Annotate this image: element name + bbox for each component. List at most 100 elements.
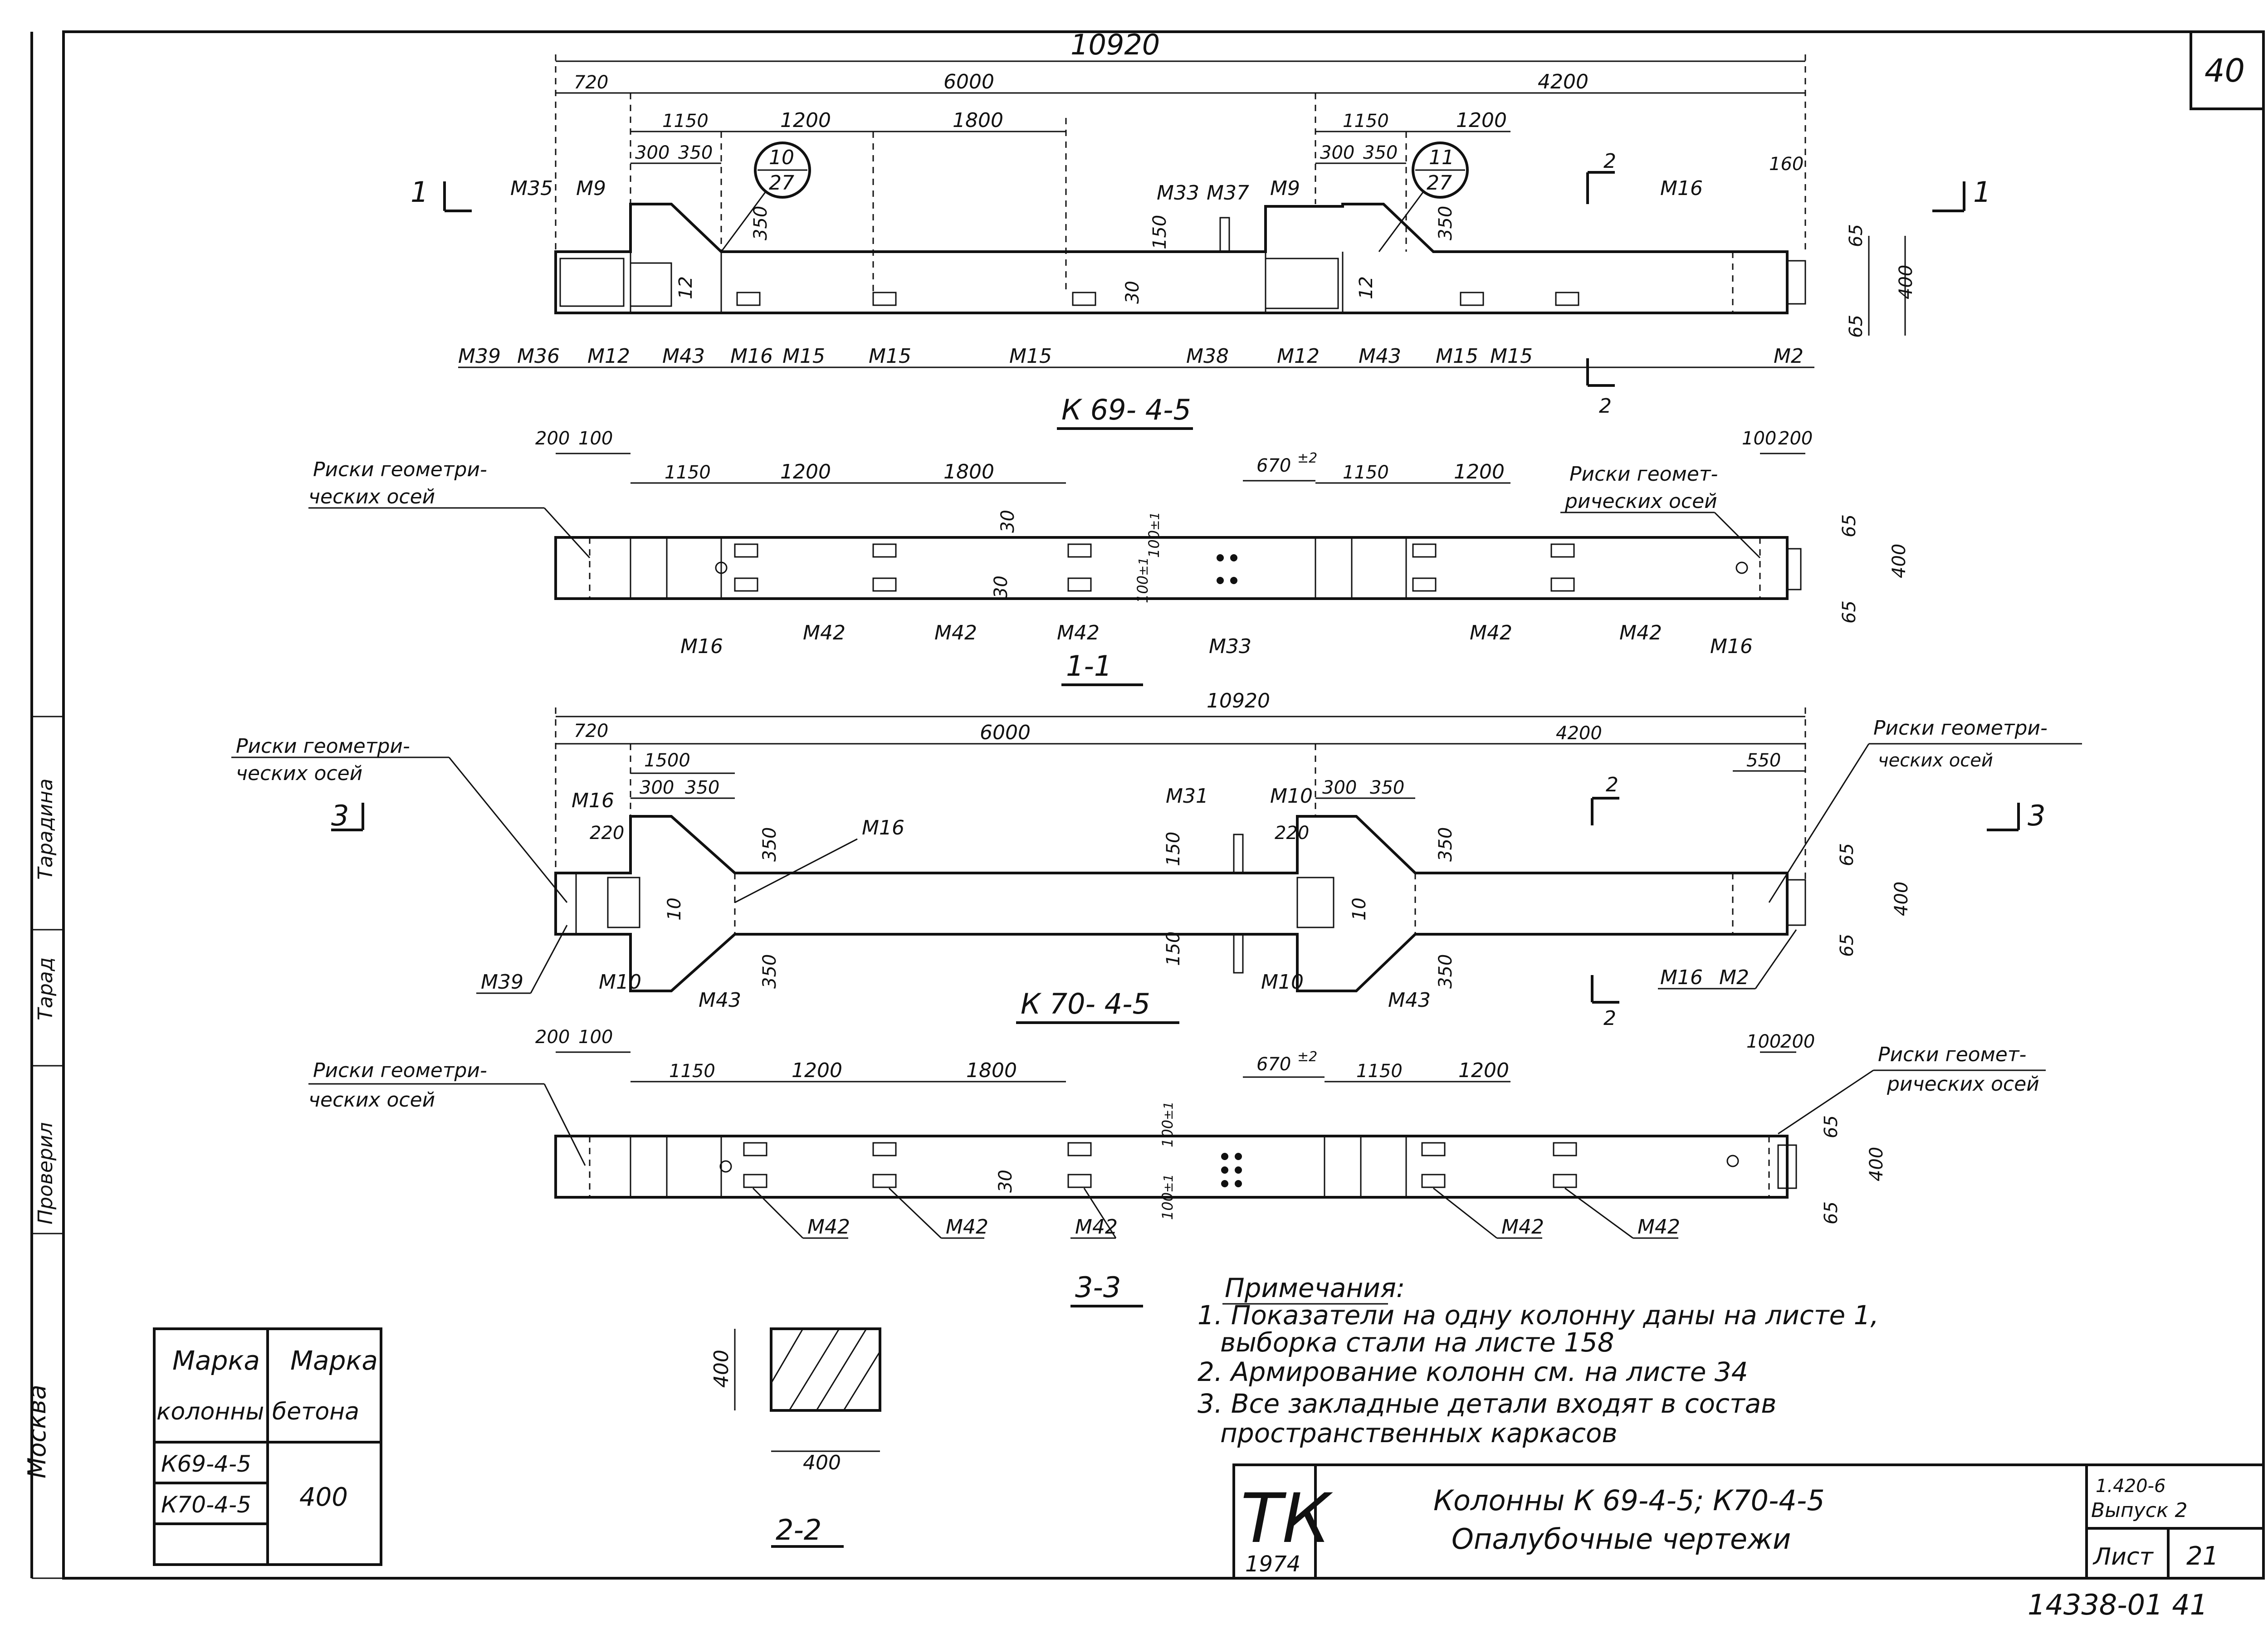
notes-title: Примечания: (1225, 1273, 1405, 1303)
section2-mark-bottom: 2 (1599, 395, 1612, 418)
s11-dim-670: 670 (1256, 455, 1291, 476)
s11-dim-v30: 30 (997, 510, 1018, 533)
table-h2-line1: Марка (290, 1345, 378, 1376)
label-m36: M36 (517, 345, 560, 368)
k70-label-m43b: M43 (1388, 989, 1431, 1012)
s33-dim-670-tol: ±2 (1297, 1049, 1317, 1065)
side-stamp-checked: Проверил (34, 1122, 57, 1224)
k70-dim-v350: 350 (759, 827, 780, 862)
s33-dim-670: 670 (1256, 1054, 1291, 1075)
k69-dim-160: 160 (1769, 154, 1804, 175)
k70-label-m2: M2 (1719, 966, 1749, 989)
s33-dim-100b: 100 (1746, 1031, 1781, 1052)
k70-dim-220: 220 (590, 823, 624, 844)
concrete-grade-table: Марка колонны Марка бетона К69-4-5 К70-4… (153, 1327, 382, 1566)
k69-dim-h65b: 65 (1846, 315, 1867, 338)
k70-dim-350b: 350 (1370, 777, 1404, 798)
k69-dim-1200b: 1200 (1456, 109, 1507, 132)
s33-dim-h65: 65 (1821, 1115, 1842, 1138)
k70-dim-v350c: 350 (1435, 827, 1456, 862)
k70-label-m10c: M10 (1261, 971, 1304, 994)
s11-dim-1200b: 1200 (1454, 460, 1505, 483)
k69-dim-350b: 350 (1363, 142, 1398, 163)
label-m2: M2 (1774, 345, 1804, 368)
label-m35: M35 (510, 177, 553, 200)
notes-line-2: выборка стали на листе 158 (1220, 1327, 1614, 1358)
k70-dim-v10: 10 (664, 897, 685, 921)
s33-label-m42c: M42 (1075, 1215, 1118, 1239)
section-3-3: 200 100 1150 1200 1800 670 ±2 1150 1200 … (308, 1027, 2046, 1307)
k69-caption: К 69- 4-5 (1061, 393, 1191, 426)
label-m37: M37 (1207, 181, 1249, 205)
section1-mark-right: 1 (1973, 176, 1991, 209)
title-block: ТК 1974 Колонны К 69-4-5; К70-4-5 Опалуб… (1232, 1463, 2265, 1580)
s11-dim-1800: 1800 (943, 460, 994, 483)
section3-mark-right: 3 (2028, 799, 2045, 832)
k70-dim-720: 720 (574, 721, 608, 741)
s33-dim-100: 100 (578, 1027, 613, 1048)
k69-dim-v12b: 12 (1356, 276, 1377, 299)
s33-caption: 3-3 (1075, 1271, 1121, 1304)
table-concrete: 400 (299, 1483, 348, 1512)
s22-dim-w: 400 (803, 1451, 841, 1474)
table-row2: К70-4-5 (161, 1492, 251, 1518)
k69-dim-v350: 350 (750, 206, 771, 240)
s11-label-m16b: M16 (1710, 635, 1753, 658)
bubble1-den: 27 (769, 171, 794, 195)
s11-risk-right-2: рических осей (1564, 490, 1717, 513)
k70-risk-right-2: ческих осей (1878, 750, 1993, 771)
side-stamp-name: Тарадина (34, 779, 57, 880)
label-m43: M43 (662, 345, 705, 368)
title-issue: Выпуск 2 (2091, 1499, 2187, 1522)
s33-risk-right-2: рических осей (1887, 1073, 2039, 1096)
s33-label-m42b: M42 (946, 1215, 988, 1239)
s33-risk-left-1: Риски геометри- (313, 1059, 487, 1082)
k69-dim-720: 720 (574, 72, 608, 93)
s11-label-m42b: M42 (934, 621, 977, 644)
k70-dim-550: 550 (1746, 750, 1781, 771)
s33-dim-v100b-tol: ±1 (1161, 1174, 1176, 1193)
s11-dim-100: 100 (578, 428, 613, 449)
section3-mark-left: 3 (331, 799, 349, 832)
label-m39: M39 (458, 345, 501, 368)
s33-label-m42a: M42 (807, 1215, 850, 1239)
s11-risk-left-2: ческих осей (308, 485, 435, 508)
s33-dim-1200: 1200 (792, 1059, 842, 1082)
k69-dim-6000: 6000 (943, 70, 994, 93)
section-3-3-body (554, 1135, 1789, 1199)
s33-dim-1800: 1800 (966, 1059, 1017, 1082)
s33-dim-1200b: 1200 (1458, 1059, 1509, 1082)
k70-dim-v350d: 350 (1435, 954, 1456, 989)
s33-dim-v100: 100 (1159, 1120, 1176, 1147)
section-1-1-body (554, 536, 1789, 600)
k69-dim-4200: 4200 (1538, 70, 1589, 93)
s11-dim-v100b-tol: ±1 (1136, 557, 1151, 576)
label-m16: M16 (730, 345, 773, 368)
label-m15d: M15 (1436, 345, 1478, 368)
k70-dim-4200: 4200 (1556, 723, 1602, 744)
footer-code: 14338-01 41 (2028, 1588, 2208, 1621)
k69-dim-v350b: 350 (1435, 206, 1456, 240)
s33-dim-200: 200 (535, 1027, 570, 1048)
s33-dim-h400: 400 (1866, 1147, 1887, 1181)
s11-dim-h65b: 65 (1839, 600, 1860, 624)
table-h2-line2: бетона (272, 1398, 359, 1425)
title-logo: ТК (1241, 1479, 1333, 1558)
k70-section2-top: 2 (1606, 773, 1618, 796)
s11-dim-v100: 100 (1145, 530, 1163, 558)
k70-risk-left-1: Риски геометри- (236, 735, 410, 758)
k69-dim-v30: 30 (1122, 281, 1143, 304)
s33-dim-h65b: 65 (1821, 1201, 1842, 1224)
k70-dim-v150b: 150 (1163, 932, 1184, 966)
k69-dim-300b: 300 (1320, 142, 1354, 163)
s22-dim-h: 400 (710, 1350, 733, 1388)
k69-dim-h65: 65 (1846, 224, 1867, 247)
k70-label-m16c: M16 (1660, 966, 1703, 989)
title-sheet-number: 21 (2186, 1541, 2219, 1571)
k70-dim-v350b: 350 (759, 954, 780, 989)
s11-dim-200b: 200 (1778, 428, 1813, 449)
sheet-corner-number: 40 (2204, 52, 2245, 89)
table-row1: К69-4-5 (161, 1451, 251, 1477)
k70-dim-6000: 6000 (980, 721, 1031, 744)
